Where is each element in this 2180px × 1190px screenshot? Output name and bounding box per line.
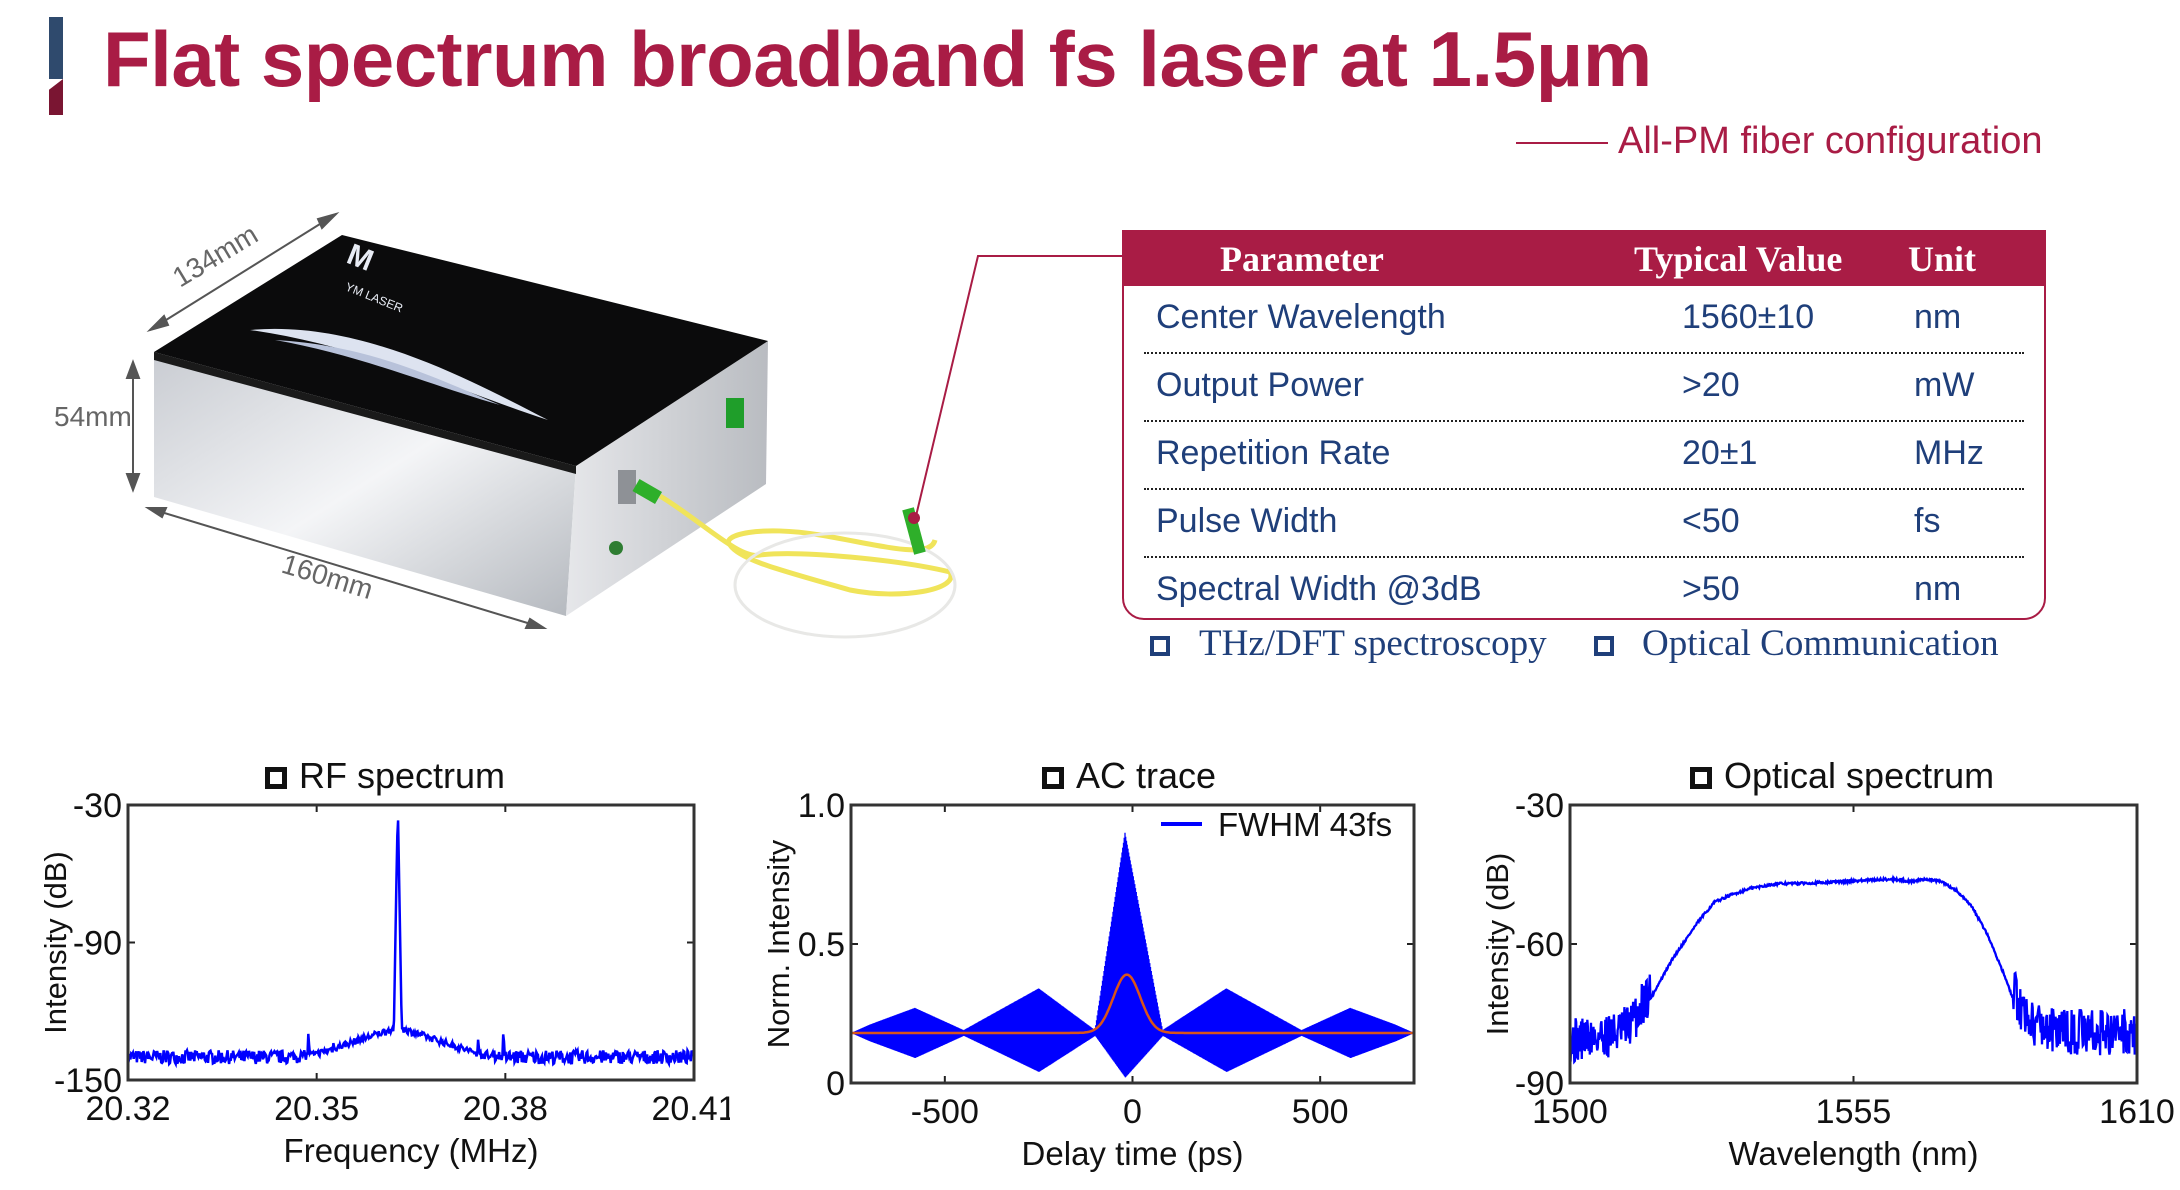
y-tick-label: 0 (826, 1065, 845, 1103)
row-parameter: Repetition Rate (1156, 434, 1391, 472)
x-tick-label: 20.41 (651, 1090, 730, 1128)
output-port-icon (618, 470, 636, 504)
page-title: Flat spectrum broadband fs laser at 1.5μ… (103, 15, 1652, 103)
bullet-square-icon (1594, 636, 1614, 656)
spec-table: Parameter Typical Value Unit Center Wave… (1122, 230, 2046, 620)
ac-chart-title-text: AC trace (1076, 755, 1217, 796)
gaussian-fit-line (851, 973, 1414, 1035)
rf-spectrum-line (126, 820, 696, 1069)
x-axis-label: Wavelength (nm) (1728, 1135, 1978, 1172)
x-tick-label: 0 (1123, 1093, 1142, 1131)
bullet-square-icon (1150, 636, 1170, 656)
table-row: Spectral Width @3dB >50 nm (1144, 558, 2024, 626)
row-parameter: Center Wavelength (1156, 298, 1446, 336)
monitor-port-icon (726, 398, 744, 428)
plot-frame (849, 803, 1416, 1085)
legend-label: FWHM 43fs (1218, 806, 1392, 843)
callout-line (915, 255, 1124, 517)
row-unit: MHz (1914, 434, 1984, 472)
x-tick-label: 1500 (1532, 1093, 1608, 1131)
row-value: 20±1 (1682, 434, 1758, 472)
row-value: >20 (1682, 366, 1740, 404)
y-tick-label: 1.0 (798, 787, 845, 825)
laser-box-front-face (154, 352, 576, 616)
row-unit: nm (1914, 298, 1962, 336)
rf-chart-title: RF spectrum (265, 755, 505, 797)
y-tick-label: -30 (73, 787, 122, 825)
title-accent-bar-lower (49, 79, 63, 115)
checkbox-square-icon (1690, 767, 1712, 789)
row-parameter: Pulse Width (1156, 502, 1338, 540)
row-parameter: Output Power (1156, 366, 1364, 404)
application-item: Optical Communication (1642, 623, 1999, 664)
checkbox-square-icon (265, 767, 287, 789)
row-unit: nm (1914, 570, 1962, 608)
ac-fringe-trace (851, 832, 1415, 1078)
x-tick-label: 1555 (1816, 1093, 1892, 1131)
x-tick-label: 500 (1292, 1093, 1349, 1131)
product-illustration: M YM LASER 134mm 54mm 160mm (54, 212, 1124, 639)
dimension-height-label: 54mm (54, 401, 132, 432)
plot-frame (1568, 803, 2139, 1085)
y-tick-label: -60 (1515, 926, 1564, 964)
table-row: Pulse Width <50 fs (1144, 490, 2024, 558)
page-subtitle: All-PM fiber configuration (1618, 120, 2043, 162)
x-axis-label: Frequency (MHz) (284, 1132, 539, 1169)
y-tick-label: -30 (1515, 787, 1564, 825)
y-axis-label: Intensity (dB) (38, 851, 73, 1034)
rf-spectrum-chart: 20.32 20.35 20.38 20.41 -30 -90 -150Frequency … (38, 787, 730, 1169)
table-row: Output Power >20 mW (1144, 354, 2024, 422)
x-tick-label: 20.35 (274, 1090, 359, 1128)
row-value: 1560±10 (1682, 298, 1815, 336)
optical-chart-title-text: Optical spectrum (1724, 755, 1995, 796)
application-item: THz/DFT spectroscopy (1199, 623, 1547, 664)
title-accent-bar (49, 17, 63, 79)
y-tick-label: -90 (73, 925, 122, 963)
table-row: Center Wavelength 1560±10 nm (1144, 286, 2024, 354)
dimension-depth-label: 134mm (167, 218, 263, 293)
row-unit: fs (1914, 502, 1941, 540)
plot-frame (126, 803, 696, 1082)
rf-chart-title-text: RF spectrum (299, 755, 506, 796)
ac-chart-title: AC trace (1042, 755, 1216, 797)
spec-table-header: Parameter Typical Value Unit (1124, 232, 2044, 286)
x-tick-label: 20.32 (85, 1090, 170, 1128)
laser-box-top-face (154, 235, 768, 466)
x-tick-label: 20.38 (463, 1090, 548, 1128)
header-typical-value: Typical Value (1634, 239, 1843, 279)
x-axis-label: Delay time (ps) (1022, 1135, 1244, 1172)
y-tick-label: -150 (54, 1062, 122, 1100)
row-parameter: Spectral Width @3dB (1156, 570, 1482, 608)
y-axis-label: Intensity (dB) (1480, 853, 1515, 1036)
optical-spectrum-line (1568, 874, 2138, 1065)
row-unit: mW (1914, 366, 1975, 404)
header-unit: Unit (1908, 239, 1977, 279)
y-axis-label: Norm. Intensity (761, 839, 796, 1048)
row-value: <50 (1682, 502, 1740, 540)
x-tick-label: -500 (911, 1093, 979, 1131)
dimension-lines (125, 212, 548, 629)
row-value: >50 (1682, 570, 1740, 608)
checkbox-square-icon (1042, 767, 1064, 789)
y-tick-label: 0.5 (798, 926, 845, 964)
x-tick-label: 1610 (2099, 1093, 2175, 1131)
led-indicator-icon (609, 541, 623, 555)
header-parameter: Parameter (1220, 239, 1384, 279)
table-row: Repetition Rate 20±1 MHz (1144, 422, 2024, 490)
subtitle-dash (1516, 142, 1608, 144)
y-tick-label: -90 (1515, 1065, 1564, 1103)
optical-chart-title: Optical spectrum (1690, 755, 1994, 797)
